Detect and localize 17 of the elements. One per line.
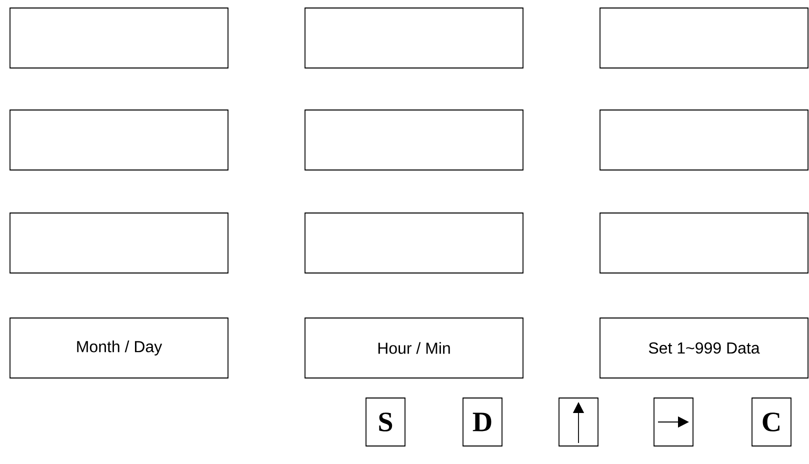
display-box [10, 212, 228, 274]
display-box [10, 110, 228, 170]
display-box [304, 110, 524, 170]
display-box [10, 8, 228, 68]
key-button: D [462, 398, 502, 446]
display-box [304, 212, 524, 274]
key-button [558, 398, 598, 446]
display-box: Month / Day [10, 318, 228, 378]
display-box [600, 212, 808, 274]
display-box: Set 1~999 Data [600, 318, 808, 378]
display-box [304, 8, 524, 68]
display-box [600, 8, 808, 68]
key-button: C [752, 398, 792, 446]
key-button: S [366, 398, 406, 446]
key-button [654, 398, 694, 446]
display-box [600, 110, 808, 170]
display-box: Hour / Min [304, 318, 524, 378]
